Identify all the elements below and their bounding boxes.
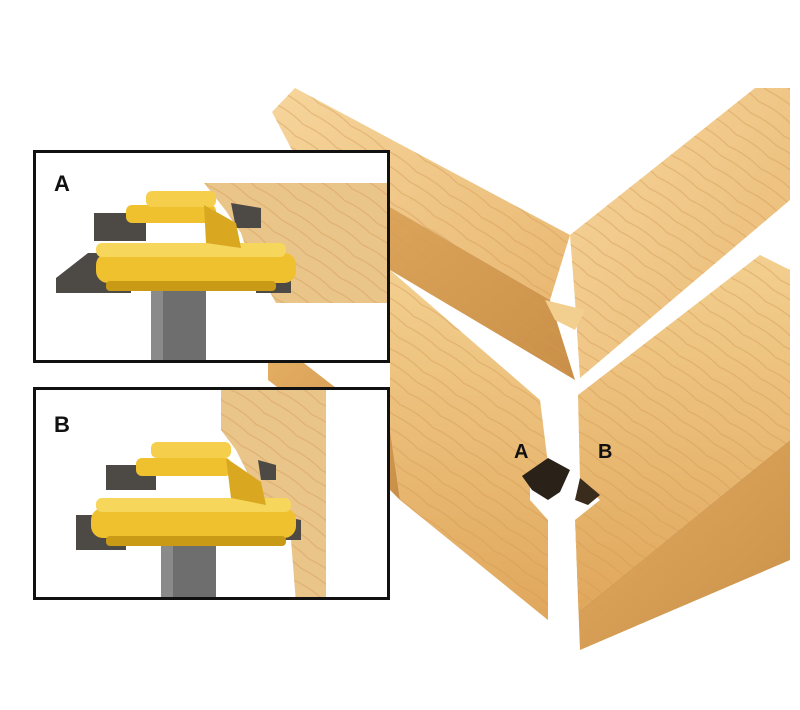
detail-panel-a: A <box>33 150 390 363</box>
upper-right-board <box>570 88 790 378</box>
router-bit-a-illustration <box>56 183 387 360</box>
panel-label-b: B <box>54 412 70 437</box>
panel-label-a: A <box>54 171 70 196</box>
joint-label-b: B <box>598 441 613 463</box>
joint-label-a: A <box>514 441 529 463</box>
lower-right-board <box>575 255 790 650</box>
joint-profile-cuts <box>522 300 600 505</box>
detail-panel-b: B <box>33 387 390 600</box>
router-bit-b-illustration <box>76 390 326 597</box>
